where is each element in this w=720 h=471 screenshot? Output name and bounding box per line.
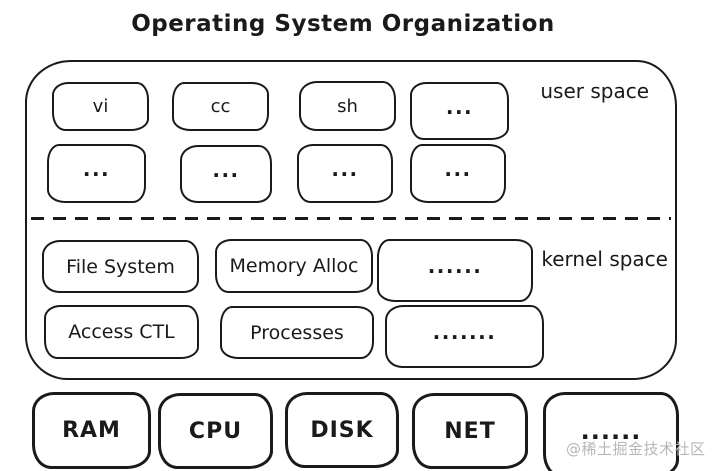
hardware-ram: RAM — [32, 392, 151, 469]
kernel-space-label: kernel space — [541, 247, 668, 271]
user-app-ellipsis-2: ... — [180, 145, 272, 203]
kernel-more-2: ....... — [385, 305, 544, 368]
user-kernel-separator — [31, 217, 671, 220]
kernel-processes: Processes — [220, 306, 374, 359]
hardware-more: ...... — [543, 392, 679, 471]
user-app-more: ... — [410, 82, 509, 140]
kernel-access-ctl: Access CTL — [44, 305, 199, 359]
user-app-ellipsis-4: ... — [410, 144, 506, 203]
user-app-ellipsis-3: ... — [297, 144, 393, 203]
diagram-title: Operating System Organization — [131, 11, 555, 37]
hardware-net: NET — [412, 393, 528, 469]
user-app-cc: cc — [172, 82, 269, 131]
watermark-text: @稀土掘金技术社区 — [566, 440, 706, 458]
os-boundary-box: user space vi cc sh ... ... ... ... ... … — [25, 60, 677, 380]
user-app-vi: vi — [52, 82, 149, 131]
kernel-more-1: ...... — [377, 239, 533, 302]
hardware-disk: DISK — [285, 392, 399, 468]
user-space-label: user space — [540, 79, 649, 103]
user-app-ellipsis-1: ... — [47, 144, 146, 203]
hardware-cpu: CPU — [158, 393, 273, 469]
kernel-memory-alloc: Memory Alloc — [215, 239, 373, 293]
user-app-sh: sh — [299, 81, 396, 131]
kernel-file-system: File System — [42, 240, 199, 293]
